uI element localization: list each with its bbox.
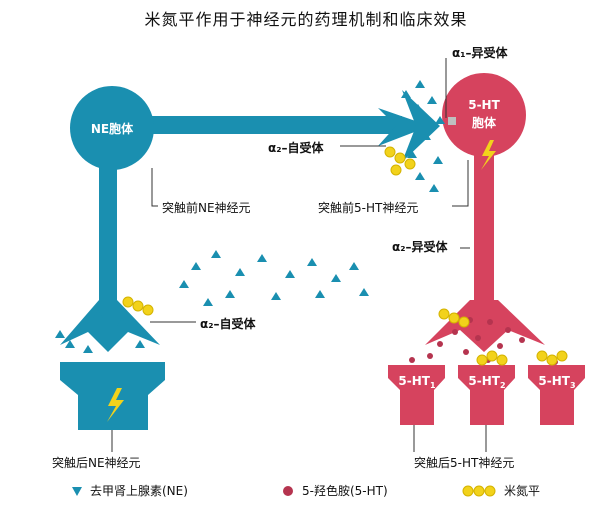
ne-axon-horizontal — [152, 116, 402, 134]
postsyn-ne-label: 突触后NE神经元 — [52, 456, 141, 470]
ne-molecules — [55, 80, 445, 353]
mirtazapine-molecules — [122, 146, 568, 366]
ht-neuron — [388, 73, 585, 425]
ht-axon-vertical — [474, 140, 494, 315]
leader-presyn-ne — [151, 168, 158, 207]
ht-presynaptic-terminal — [425, 300, 545, 352]
legend-mirtazapine-label: 米氮平 — [504, 484, 541, 498]
diagram-title: 米氮平作用于神经元的药理机制和临床效果 — [144, 10, 468, 29]
ne-axon-terminal — [402, 90, 440, 162]
alpha2-auto-bottom-label: α₂–自受体 — [200, 317, 256, 331]
alpha2-auto-top-label: α₂–自受体 — [268, 141, 324, 155]
ne-lightning-icon — [107, 388, 124, 422]
ne-cell-body — [70, 86, 154, 170]
ht-body-label-line1: 5-HT — [468, 98, 500, 112]
alpha1-receptor-site — [448, 117, 456, 125]
legend-ht-icon — [283, 486, 293, 496]
alpha1-hetero-label: α₁–异受体 — [452, 46, 508, 60]
ht1-receptor — [388, 365, 445, 425]
ht-cell-body — [442, 73, 526, 157]
ne-body-label: NE胞体 — [90, 122, 134, 136]
legend-ne-label: 去甲肾上腺素(NE) — [90, 484, 188, 498]
ne-presynaptic-terminal — [60, 300, 160, 352]
alpha2-hetero-label: α₂–异受体 — [392, 240, 448, 254]
leader-lines — [111, 58, 487, 452]
ht-lightning-icon — [481, 140, 496, 170]
ne-axon-vertical — [99, 150, 117, 310]
legend-ht-label: 5-羟色胺(5-HT) — [302, 484, 388, 498]
presyn-ne-label: 突触前NE神经元 — [162, 201, 251, 215]
postsyn-ht-label: 突触后5-HT神经元 — [414, 456, 515, 470]
ht3-receptor — [528, 365, 585, 425]
ht-body-label-line2: 胞体 — [471, 116, 496, 130]
presyn-ht-label: 突触前5-HT神经元 — [318, 201, 419, 215]
ht1-label: 5-HT1 — [398, 374, 436, 390]
ne-axon-arrowhead — [378, 108, 430, 146]
leader-presyn-ht — [452, 160, 469, 207]
ht3-label: 5-HT3 — [538, 374, 576, 390]
ht2-receptor — [458, 365, 515, 425]
legend-ne-icon — [72, 487, 82, 496]
ht2-label: 5-HT2 — [468, 374, 506, 390]
ne-neuron — [60, 86, 440, 430]
ne-postsynaptic-neuron — [60, 362, 165, 430]
legend-mirtazapine-icon — [462, 485, 496, 497]
